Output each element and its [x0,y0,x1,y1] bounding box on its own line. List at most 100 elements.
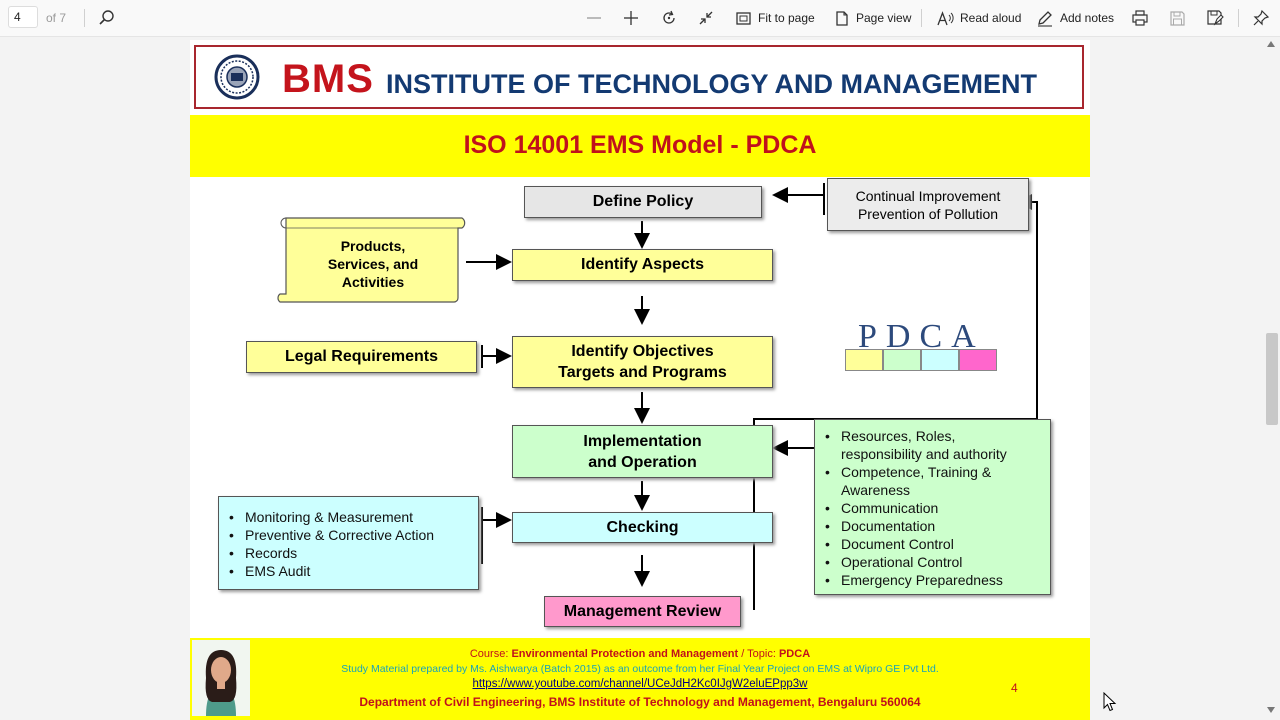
identify-aspects-label: Identify Aspects [581,256,704,273]
and-operation-label: and Operation [588,453,697,471]
resources-list-box: Resources, Roles, responsibility and aut… [814,419,1051,595]
pin-icon [1253,9,1270,26]
footer-study-material: Study Material prepared by Ms. Aishwarya… [341,663,939,675]
list-item-continuation: Awareness [841,482,911,498]
scroll-up-arrow-icon[interactable] [1266,40,1276,48]
title-band: ISO 14001 EMS Model - PDCA [190,115,1090,177]
monitoring-list-box: Monitoring & Measurement Preventive & Co… [218,496,479,590]
list-item: Resources, Roles, [825,427,1050,445]
topic-prefix: / Topic: [738,648,779,660]
pdca-do-swatch [883,349,921,371]
legal-requirements-label: Legal Requirements [285,348,438,365]
topic-name: PDCA [778,648,811,660]
products-label: Products, [340,238,406,254]
checking-box: Checking [512,512,773,543]
fit-page-icon [736,11,751,25]
search-button[interactable] [98,0,116,36]
identify-aspects-box: Identify Aspects [512,249,773,281]
zoom-out-button[interactable] [585,0,603,36]
footer-department: Department of Civil Engineering, BMS Ins… [359,695,921,709]
read-aloud-button[interactable]: Read aloud [936,0,1021,36]
save-as-button[interactable] [1206,0,1224,36]
fit-width-button[interactable] [697,0,715,36]
products-scroll-shape [277,217,466,303]
minus-icon [587,17,601,19]
pdca-check-swatch [921,349,959,371]
rotate-button[interactable] [660,0,678,36]
print-button[interactable] [1131,0,1149,36]
fit-to-page-label: Fit to page [758,11,815,25]
activities-label: Activities [341,274,405,290]
list-item: Operational Control [825,553,1050,571]
page-icon [836,10,848,26]
institute-header: BMS INSTITUTE OF TECHNOLOGY AND MANAGEME… [194,45,1084,109]
footer-youtube-link[interactable]: https://www.youtube.com/channel/UCeJdH2K… [472,678,808,690]
institute-name: INSTITUTE OF TECHNOLOGY AND MANAGEMENT [386,69,1037,99]
institute-abbreviation: BMS [282,57,374,101]
implementation-box: Implementation and Operation [512,425,773,478]
identify-objectives-label: Identify Objectives [571,343,714,360]
presenter-photo-icon [192,640,250,716]
search-icon [99,10,114,25]
toolbar-divider [921,9,922,27]
fit-to-page-button[interactable]: Fit to page [735,0,815,36]
list-item: Monitoring & Measurement [229,508,478,526]
prevention-of-pollution-label: Prevention of Pollution [857,205,999,222]
resources-list: Resources, Roles, responsibility and aut… [815,427,1050,589]
pdca-plan-swatch [845,349,883,371]
continual-improvement-label: Continual Improvement [855,187,1001,204]
define-policy-label: Define Policy [592,193,694,210]
list-item: Communication [825,499,1050,517]
pdca-heading: PDCA [858,318,985,355]
pdf-page: BMS INSTITUTE OF TECHNOLOGY AND MANAGEME… [190,40,1090,720]
pdf-toolbar: 4 of 7 Fit to page Page view Read aloud … [0,0,1280,37]
collapse-icon [699,11,713,25]
define-policy-box: Define Policy [524,186,762,218]
page-total: of 7 [46,11,67,25]
scroll-down-arrow-icon[interactable] [1266,706,1276,714]
list-item: Emergency Preparedness [825,571,1050,589]
slide-page-number: 4 [1011,681,1018,695]
management-review-box: Management Review [544,596,741,627]
print-icon [1132,10,1148,26]
slide-footer: Course: Environmental Protection and Man… [190,638,1090,720]
read-aloud-label: Read aloud [960,11,1022,25]
plus-icon [624,11,638,25]
institute-logo-icon [214,54,260,100]
legal-requirements-box: Legal Requirements [246,341,477,373]
add-notes-button[interactable]: Add notes [1036,0,1114,36]
mouse-cursor-icon [1103,692,1117,712]
list-item: Documentation [825,517,1050,535]
page-number-value: 4 [14,10,21,24]
list-item-continuation: responsibility and authority [841,446,1007,462]
course-prefix: Course: [469,648,512,660]
monitoring-list: Monitoring & Measurement Preventive & Co… [219,508,478,580]
targets-programs-label: Targets and Programs [558,364,727,381]
zoom-in-button[interactable] [622,0,640,36]
toolbar-divider [84,9,85,27]
add-notes-label: Add notes [1060,11,1115,25]
course-name: Environmental Protection and Management [511,648,739,660]
list-item: EMS Audit [229,562,478,580]
management-review-label: Management Review [563,602,722,620]
toolbar-divider [1238,9,1239,27]
checking-label: Checking [606,518,679,536]
save-as-icon [1207,10,1224,26]
list-item: Document Control [825,535,1050,553]
save-icon [1170,10,1185,26]
list-item: Preventive & Corrective Action [229,526,478,544]
identify-objectives-box: Identify Objectives Targets and Programs [512,336,773,388]
rotate-icon [663,10,675,24]
scrollbar-thumb[interactable] [1266,333,1278,425]
products-services-activities: Products, Services, and Activities [288,237,458,291]
page-number-input[interactable]: 4 [8,6,38,28]
save-button[interactable] [1169,0,1186,36]
page-view-button[interactable]: Page view [834,0,911,36]
pin-toolbar-button[interactable] [1252,0,1270,36]
page-view-label: Page view [856,11,912,25]
list-item: Competence, Training & [825,463,1050,481]
read-aloud-icon [937,10,954,25]
pdca-act-swatch [959,349,997,371]
implementation-label: Implementation [583,432,702,450]
pen-icon [1038,10,1052,27]
